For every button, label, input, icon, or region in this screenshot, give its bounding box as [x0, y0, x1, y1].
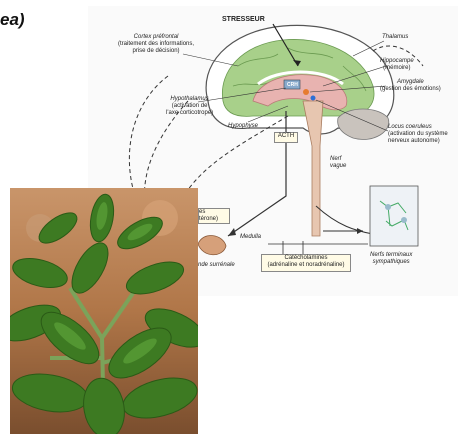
- nerve-cell-2: [401, 217, 407, 223]
- plant-photo-graphics: [10, 188, 198, 434]
- label-locus: Locus coeruleus (activation du système n…: [388, 124, 448, 145]
- label-cortex: Cortex préfrontal (traitement des inform…: [118, 34, 194, 55]
- locus-dot: [311, 96, 316, 101]
- label-stresseur: STRESSEUR: [222, 16, 265, 23]
- amygdala-dot: [303, 89, 309, 95]
- catecholamines-box: Catécholamines (adrénaline et noradrénal…: [261, 254, 351, 272]
- label-thalamus: Thalamus: [382, 34, 408, 41]
- title-fragment: ea): [0, 10, 25, 30]
- nerve-cell-1: [385, 204, 391, 210]
- label-hypothalamus: Hypothalamus (activation de l'axe cortic…: [166, 96, 213, 117]
- ashwagandha-plant-photo: [10, 188, 198, 434]
- nerve-terminal-box: [370, 186, 418, 246]
- label-nerf-vague: Nerf vague: [330, 156, 346, 170]
- medulla-arrowhead: [357, 228, 363, 234]
- acth-box: ACTH: [274, 132, 298, 143]
- label-surrenale: nde surrénale: [198, 262, 235, 269]
- label-hypophyse: Hypophyse: [228, 123, 258, 130]
- label-medulla: Medulla: [240, 234, 261, 241]
- adrenal-gland: [198, 236, 226, 255]
- vagus-line: [316, 206, 373, 234]
- label-crh: CRH: [287, 82, 298, 89]
- catechol-arrows: [268, 241, 368, 254]
- label-amygdale: Amygdale (gestion des émotions): [380, 79, 441, 93]
- label-hippocampe: Hippocampe (mémoire): [380, 58, 414, 72]
- acth-arrowhead: [228, 228, 236, 236]
- label-nerfs: Nerfs terminaux sympathiques: [370, 252, 412, 266]
- cortisol-box: es térone): [198, 208, 230, 224]
- cerebellum: [338, 109, 389, 140]
